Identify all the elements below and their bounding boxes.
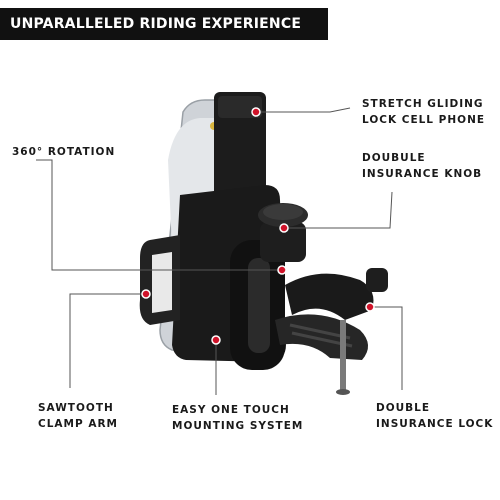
- marker-stretch: [251, 107, 261, 117]
- label-knob-line2: INSURANCE KNOB: [362, 168, 483, 180]
- label-stretch-line2: LOCK CELL PHONE: [362, 114, 486, 126]
- marker-mounting: [211, 335, 221, 345]
- marker-lock: [365, 302, 375, 312]
- label-lock-line2: INSURANCE LOCK: [376, 418, 494, 430]
- top-clamp: [214, 92, 266, 202]
- insurance-knob: [258, 203, 308, 262]
- headline-text: UNPARALLELED RIDING EXPERIENCE: [10, 16, 302, 32]
- label-rotation-line1: 360° ROTATION: [12, 146, 116, 158]
- marker-rotation: [277, 265, 287, 275]
- marker-knob: [279, 223, 289, 233]
- label-mounting-line2: MOUNTING SYSTEM: [172, 420, 304, 432]
- marker-sawtooth: [141, 289, 151, 299]
- label-insurance-knob: DOUBULE INSURANCE KNOB: [362, 150, 482, 182]
- label-lock-line1: DOUBLE: [376, 402, 431, 414]
- label-knob-line1: DOUBULE: [362, 152, 426, 164]
- label-stretch-line1: STRETCH GLIDING: [362, 98, 484, 110]
- headline-banner: UNPARALLELED RIDING EXPERIENCE: [0, 8, 328, 40]
- leader-lines: [36, 107, 403, 395]
- label-mounting-line1: EASY ONE TOUCH: [172, 404, 290, 416]
- label-sawtooth-line2: CLAMP ARM: [38, 418, 118, 430]
- callout-markers: [141, 107, 375, 345]
- handlebar-clamp: [275, 268, 388, 395]
- label-mounting: EASY ONE TOUCH MOUNTING SYSTEM: [172, 402, 303, 434]
- label-stretch-gliding: STRETCH GLIDING LOCK CELL PHONE: [362, 96, 485, 128]
- label-sawtooth: SAWTOOTH CLAMP ARM: [38, 400, 118, 432]
- cradle-body: [139, 185, 286, 370]
- label-sawtooth-line1: SAWTOOTH: [38, 402, 114, 414]
- label-insurance-lock: DOUBLE INSURANCE LOCK: [376, 400, 493, 432]
- label-rotation: 360° ROTATION: [12, 144, 115, 160]
